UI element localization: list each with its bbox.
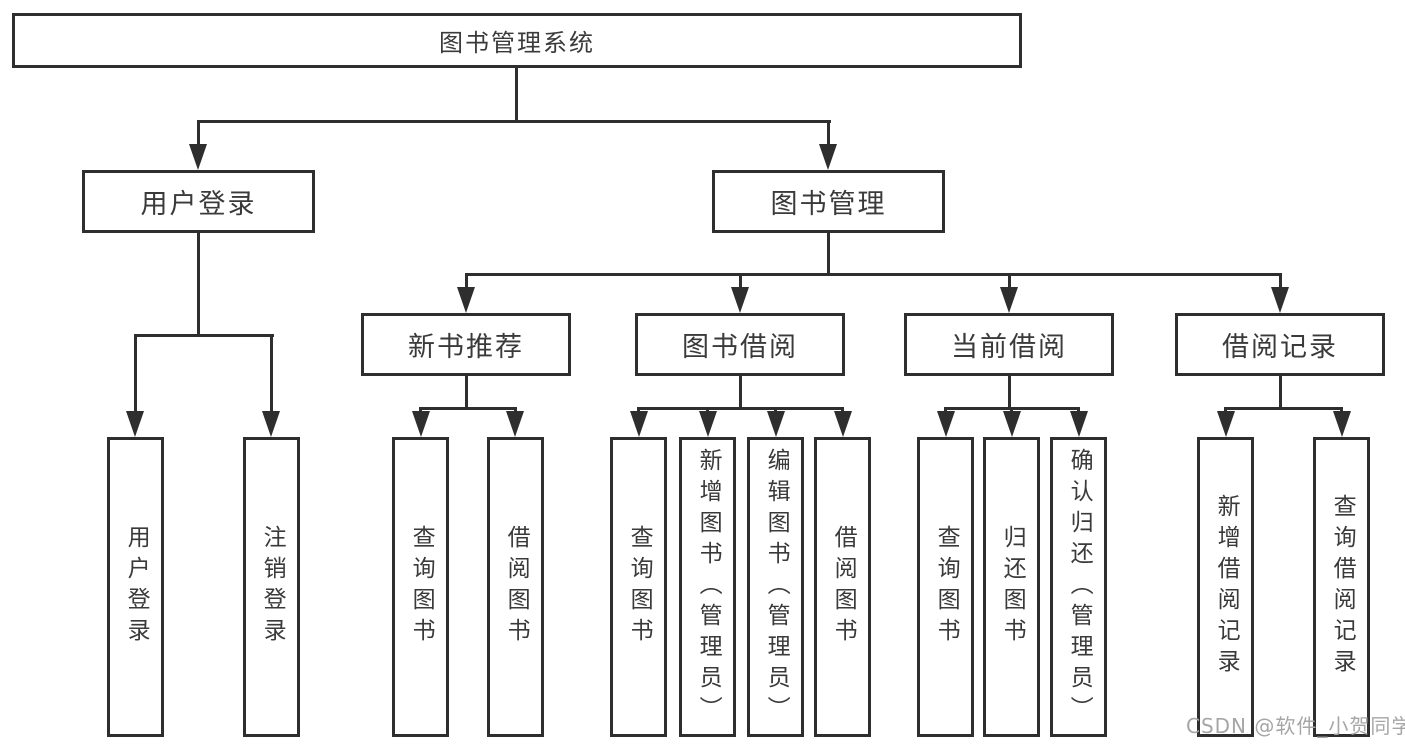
connector-book-borrowing-hline bbox=[637, 407, 844, 410]
leaf-edit-books-admin: 编辑图书（管理员） bbox=[747, 437, 804, 737]
leaf-user-login: 用户登录 bbox=[107, 437, 164, 737]
leaf-label: 查询图书 bbox=[933, 525, 960, 649]
leaf-add-books-admin: 新增图书（管理员） bbox=[679, 437, 736, 737]
arrowhead-icon bbox=[126, 411, 144, 437]
leaf-label: 新增图书（管理员） bbox=[695, 447, 722, 727]
connector-borrow-records-stub bbox=[1279, 376, 1282, 407]
arrowhead-icon bbox=[457, 287, 475, 313]
connector-user-login-hline bbox=[134, 334, 274, 337]
leaf-label: 查询图书 bbox=[626, 525, 653, 649]
node-label: 当前借阅 bbox=[951, 332, 1067, 363]
connector-level1-hline bbox=[197, 120, 831, 123]
connector-book-borrowing-stub bbox=[739, 376, 742, 407]
connector-stem-current-borrowing bbox=[1008, 273, 1011, 289]
arrowhead-icon bbox=[767, 411, 785, 437]
leaf-query-books: 查询图书 bbox=[610, 437, 667, 737]
leaf-label: 确认归还（管理员） bbox=[1066, 447, 1093, 727]
leaf-label: 新增借阅记录 bbox=[1213, 494, 1240, 680]
connector-new-books-hline bbox=[419, 407, 517, 410]
arrowhead-icon bbox=[937, 411, 955, 437]
arrowhead-icon bbox=[1070, 411, 1088, 437]
connector-stem-leaf bbox=[134, 334, 137, 413]
node-label: 图书借阅 bbox=[682, 332, 798, 363]
arrowhead-icon bbox=[731, 287, 749, 313]
node-label: 新书推荐 bbox=[408, 332, 524, 363]
arrowhead-icon bbox=[1217, 411, 1235, 437]
node-label: 图书管理系统 bbox=[439, 29, 595, 57]
node-book-borrowing: 图书借阅 bbox=[635, 313, 845, 376]
connector-stem-user-login bbox=[197, 120, 200, 148]
connector-new-books-stub bbox=[465, 376, 468, 407]
arrowhead-icon bbox=[834, 411, 852, 437]
node-new-book-recommend: 新书推荐 bbox=[361, 313, 571, 376]
node-book-management: 图书管理 bbox=[712, 170, 945, 233]
arrowhead-icon bbox=[506, 411, 524, 437]
connector-stem-new-books bbox=[465, 273, 468, 289]
leaf-label: 用户登录 bbox=[123, 525, 150, 649]
leaf-query-borrow-record: 查询借阅记录 bbox=[1313, 437, 1370, 737]
node-borrow-records: 借阅记录 bbox=[1175, 313, 1385, 376]
csdn-watermark: CSDN @软件_小贺同学 bbox=[1186, 714, 1405, 738]
leaf-confirm-return-admin: 确认归还（管理员） bbox=[1050, 437, 1107, 737]
leaf-label: 归还图书 bbox=[999, 525, 1026, 649]
node-label: 借阅记录 bbox=[1222, 332, 1338, 363]
arrowhead-icon bbox=[630, 411, 648, 437]
arrowhead-icon bbox=[189, 144, 207, 170]
connector-level3-hline bbox=[465, 273, 1282, 276]
arrowhead-icon bbox=[412, 411, 430, 437]
connector-book-management-stub bbox=[827, 233, 830, 273]
arrowhead-icon bbox=[819, 144, 837, 170]
arrowhead-icon bbox=[262, 411, 280, 437]
connector-stem-borrow-records bbox=[1279, 273, 1282, 289]
arrowhead-icon bbox=[1003, 411, 1021, 437]
node-label: 用户登录 bbox=[140, 189, 257, 220]
connector-current-borrowing-stub bbox=[1008, 376, 1011, 407]
node-user-login: 用户登录 bbox=[82, 170, 315, 233]
leaf-borrow-books: 借阅图书 bbox=[814, 437, 871, 737]
leaf-return-books: 归还图书 bbox=[983, 437, 1040, 737]
connector-root-stub bbox=[515, 68, 518, 120]
leaf-add-borrow-record: 新增借阅记录 bbox=[1197, 437, 1254, 737]
node-library-system: 图书管理系统 bbox=[12, 13, 1022, 68]
connector-stem-book-management bbox=[827, 120, 830, 148]
leaf-label: 注销登录 bbox=[259, 525, 286, 649]
connector-stem-leaf bbox=[270, 334, 273, 413]
node-label: 图书管理 bbox=[770, 189, 887, 220]
node-current-borrowing: 当前借阅 bbox=[904, 313, 1114, 376]
leaf-logout: 注销登录 bbox=[243, 437, 300, 737]
arrowhead-icon bbox=[1271, 287, 1289, 313]
connector-stem-book-borrowing bbox=[739, 273, 742, 289]
connector-borrow-records-hline bbox=[1224, 407, 1343, 410]
arrowhead-icon bbox=[1000, 287, 1018, 313]
leaf-borrow-books: 借阅图书 bbox=[487, 437, 544, 737]
leaf-label: 借阅图书 bbox=[830, 525, 857, 649]
leaf-label: 查询图书 bbox=[408, 525, 435, 649]
connector-user-login-stub bbox=[197, 233, 200, 334]
leaf-query-books: 查询图书 bbox=[392, 437, 449, 737]
leaf-label: 编辑图书（管理员） bbox=[763, 447, 790, 727]
arrowhead-icon bbox=[1333, 411, 1351, 437]
leaf-label: 查询借阅记录 bbox=[1329, 494, 1356, 680]
leaf-query-books: 查询图书 bbox=[917, 437, 974, 737]
leaf-label: 借阅图书 bbox=[503, 525, 530, 649]
arrowhead-icon bbox=[699, 411, 717, 437]
